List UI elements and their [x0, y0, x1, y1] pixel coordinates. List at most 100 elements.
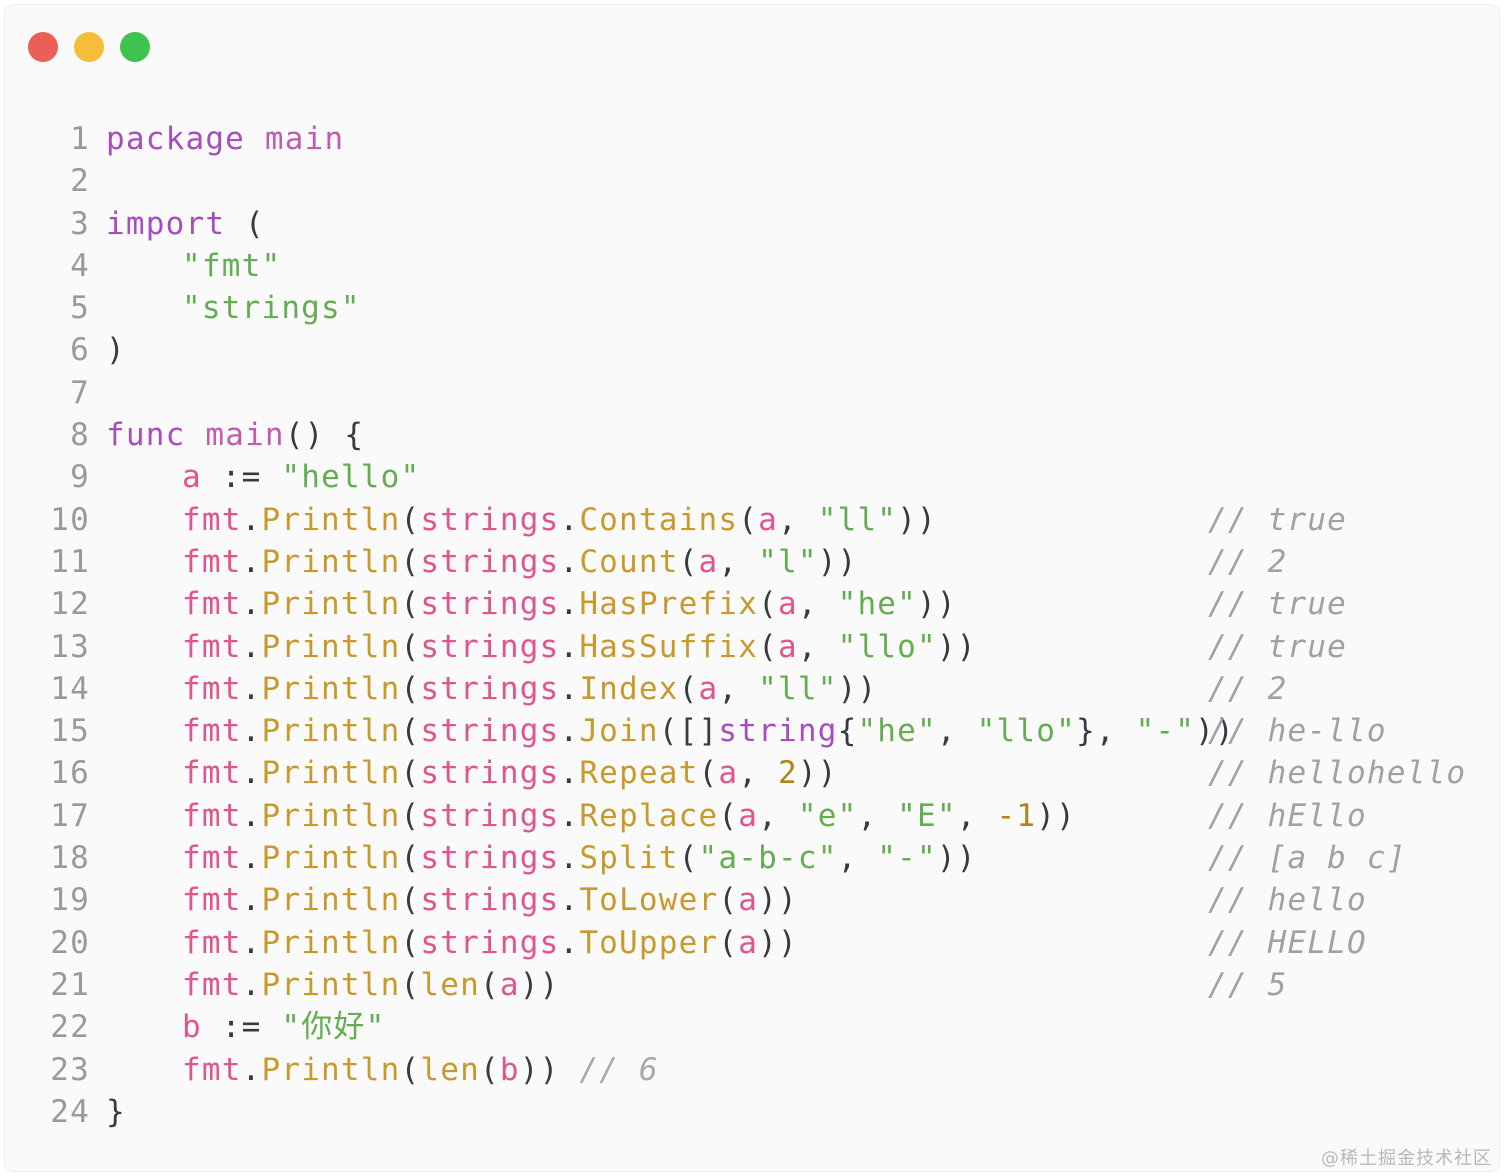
code-token: )) — [897, 501, 937, 538]
code-token — [559, 1052, 579, 1088]
zoom-button[interactable] — [120, 32, 150, 62]
minimize-button[interactable] — [74, 32, 104, 62]
code-token: ( — [678, 840, 699, 877]
code-token: ( — [400, 713, 421, 750]
code-token: ( — [718, 797, 739, 834]
code-token: func — [106, 417, 186, 454]
code-token: import — [106, 205, 226, 242]
code-token: a — [738, 924, 759, 961]
code-token: . — [559, 543, 580, 580]
code-token: , — [837, 840, 878, 877]
code-token: )) — [1195, 713, 1235, 750]
code-token: , — [857, 797, 898, 834]
code-token: Println — [261, 501, 401, 538]
code-token: ( — [400, 670, 421, 707]
close-button[interactable] — [28, 32, 58, 62]
code-token: )) — [936, 840, 977, 877]
line-source: b := "你好" — [106, 1006, 385, 1048]
code-token: ( — [718, 924, 739, 961]
code-token: package — [106, 121, 246, 157]
code-token: Index — [579, 670, 679, 707]
code-token: Split — [579, 840, 679, 877]
code-token: . — [559, 924, 580, 961]
line-source: ) — [106, 329, 126, 371]
code-token: ( — [400, 543, 421, 580]
line-number: 4 — [70, 247, 90, 284]
code-token: strings — [420, 755, 560, 792]
line-source: fmt.Println(len(a)) — [106, 964, 559, 1006]
line-source: fmt.Println(strings.Repeat(a, 2)) — [106, 752, 838, 794]
code-token: ( — [400, 755, 421, 792]
code-token: Join — [579, 713, 659, 750]
code-token — [185, 417, 205, 453]
line-number: 9 — [70, 459, 90, 496]
code-token: ( — [479, 1051, 500, 1088]
code-token: ToUpper — [579, 924, 719, 961]
code-token: "fmt" — [182, 247, 282, 284]
line-number: 6 — [70, 332, 90, 369]
code-token: string — [718, 713, 838, 750]
code-token: ( — [400, 586, 421, 623]
code-token: fmt — [182, 628, 242, 665]
code-token: Println — [261, 755, 401, 792]
code-token: "-" — [1135, 713, 1196, 750]
output-comment: // true — [1208, 628, 1348, 665]
code-token: . — [559, 755, 580, 792]
code-token: Println — [261, 543, 401, 580]
code-token: } — [106, 1093, 126, 1130]
code-token: strings — [420, 840, 560, 877]
line-number: 5 — [70, 290, 90, 327]
code-token: )) — [519, 1051, 560, 1088]
code-token: . — [241, 924, 262, 961]
code-token: Println — [261, 924, 401, 961]
code-token: Count — [579, 543, 679, 580]
line-number: 1 — [70, 121, 90, 157]
code-token: Repeat — [579, 755, 699, 792]
code-token: Println — [261, 797, 401, 834]
code-token: )) — [797, 755, 838, 792]
line-number: 11 — [50, 543, 90, 580]
code-token: . — [241, 840, 262, 877]
code-token: . — [241, 1051, 262, 1088]
code-token: b — [499, 1051, 520, 1088]
code-token: )) — [917, 586, 957, 623]
code-token: ( — [479, 966, 500, 1003]
code-token: fmt — [182, 882, 242, 919]
line-source: package main — [106, 118, 344, 160]
line-number: 8 — [70, 417, 90, 454]
code-token: , — [956, 797, 997, 834]
code-token: ( — [400, 924, 421, 961]
code-token: }, — [1075, 713, 1136, 750]
code-token: a — [777, 586, 798, 623]
code-token: , — [797, 586, 838, 623]
line-number: 23 — [50, 1051, 90, 1088]
line-number: 22 — [50, 1009, 90, 1046]
line-source: func main() { — [106, 414, 364, 456]
code-token: strings — [420, 586, 560, 623]
code-token: 2 — [777, 755, 798, 792]
code-token: . — [241, 543, 262, 580]
code-token: { — [837, 713, 858, 750]
code-token: strings — [420, 543, 560, 580]
code-token — [245, 121, 265, 157]
code-token: "he" — [857, 713, 937, 750]
code-token: )) — [519, 966, 560, 1003]
code-token: Println — [261, 713, 401, 750]
code-token: fmt — [182, 713, 242, 750]
code-token: "你好" — [281, 1009, 386, 1046]
code-token: ) — [106, 332, 126, 369]
code-token: . — [241, 882, 262, 919]
code-token: , — [718, 543, 759, 580]
output-comment: // HELLO — [1208, 924, 1367, 961]
code-token: strings — [420, 924, 560, 961]
line-number: 17 — [50, 797, 90, 834]
code-token: a — [718, 755, 739, 792]
line-source: fmt.Println(strings.HasSuffix(a, "llo")) — [106, 626, 977, 668]
line-number: 16 — [50, 755, 90, 792]
code-token: , — [777, 501, 818, 538]
code-token: ( — [678, 543, 699, 580]
code-token: . — [559, 882, 580, 919]
code-token: Println — [261, 628, 401, 665]
line-source: fmt.Println(strings.Split("a-b-c", "-")) — [106, 837, 977, 879]
